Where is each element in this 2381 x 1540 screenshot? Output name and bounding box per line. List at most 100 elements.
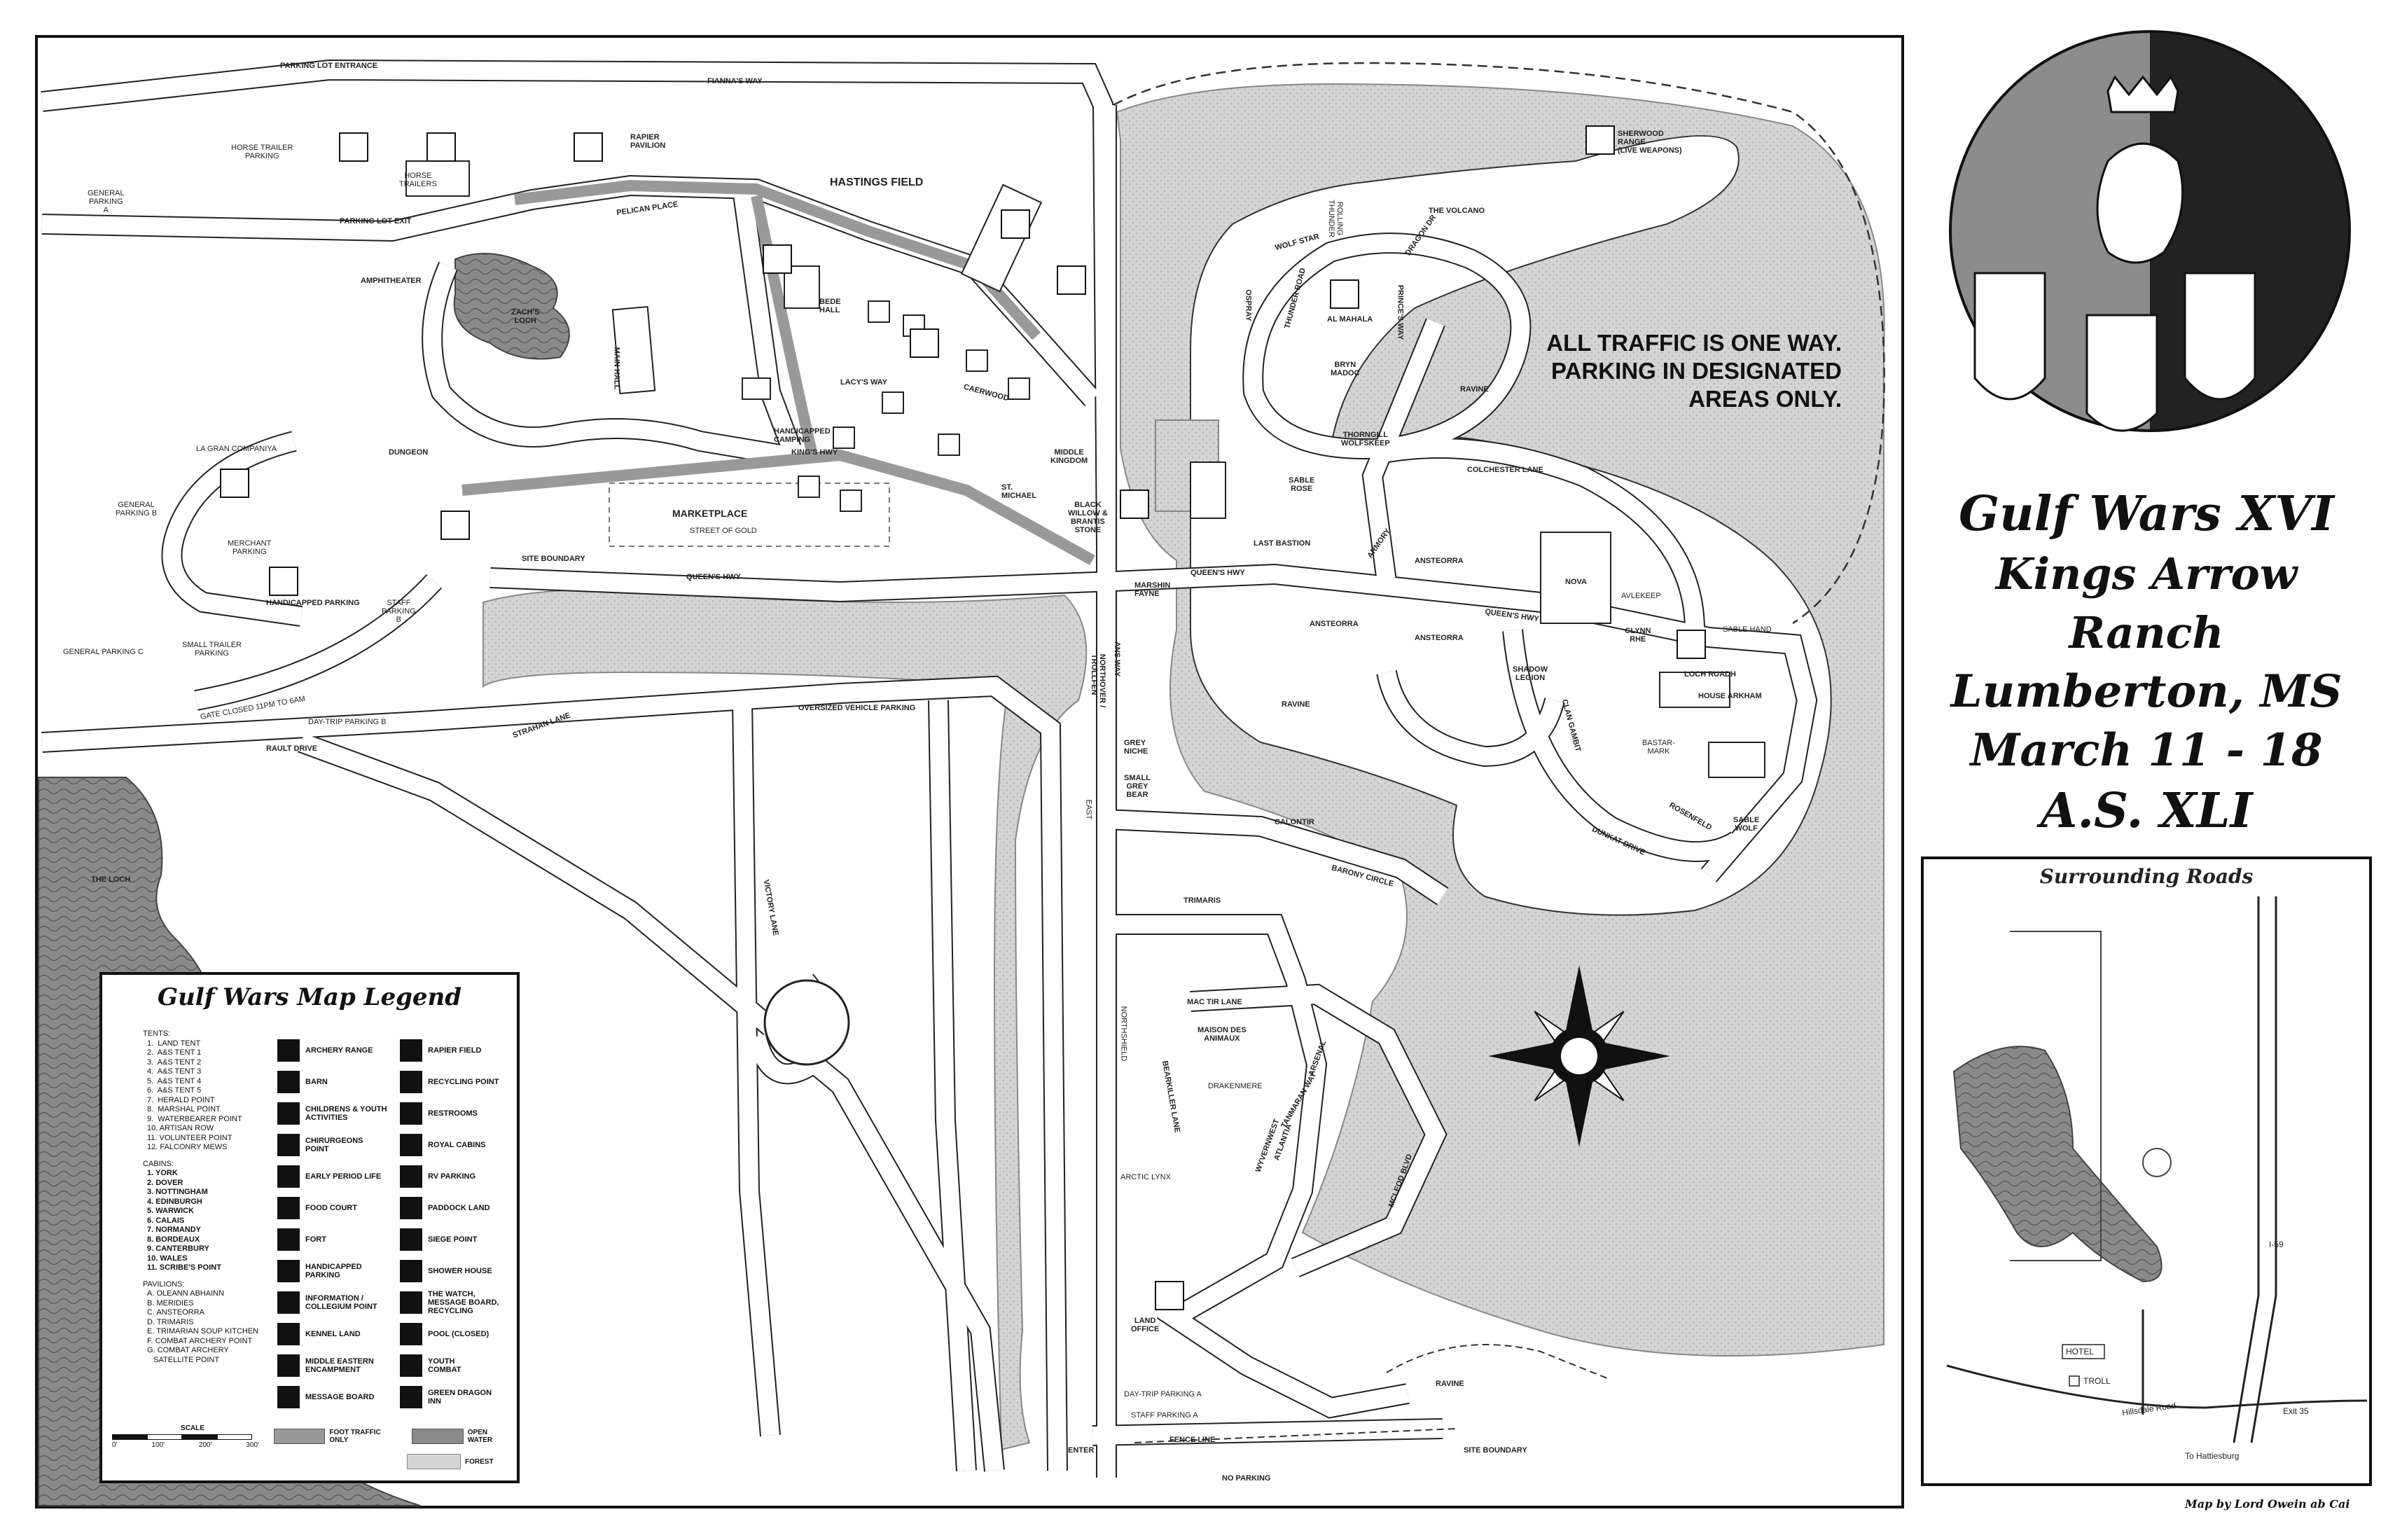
title-line-4: March 11 - 18 (1970, 724, 2323, 777)
title-block: Gulf Wars XVI Kings Arrow Ranch Lumberto… (1922, 483, 2370, 842)
legend-item: B. MERIDIES (147, 1298, 194, 1307)
legend-icon-row: RECYCLING POINT (400, 1066, 519, 1097)
legend-icon-row: MIDDLE EASTERN ENCAMPMENT (277, 1350, 400, 1381)
legend-title: Gulf Wars Map Legend (158, 983, 461, 1011)
horse-icon (339, 132, 368, 162)
legend-symbol-label: RAPIER FIELD (428, 1046, 482, 1055)
legend-symbol-icon (400, 1291, 422, 1314)
legend-icon-row: PADDOCK LAND (400, 1192, 519, 1223)
legend-item: 3. NOTTINGHAM (147, 1188, 208, 1196)
legend-item: SATELLITE POINT (147, 1355, 220, 1364)
legend-foot-traffic: FOOT TRAFFIC ONLY (329, 1429, 381, 1444)
legend-item: 10. ARTISAN ROW (147, 1124, 214, 1132)
legend-item: 2. A&S TENT 1 (147, 1048, 202, 1057)
legend-item: D. TRIMARIS (147, 1317, 194, 1326)
pavilion-icon (1330, 279, 1359, 309)
legend-item: 10. WALES (147, 1254, 188, 1263)
handicapped-parking-icon (269, 567, 298, 596)
legend-icon-row: GREEN DRAGON INN (400, 1381, 519, 1413)
map-icons (220, 125, 1706, 1310)
legend-symbol-label: RECYCLING POINT (428, 1077, 499, 1086)
legend-symbol-label: RESTROOMS (428, 1109, 478, 1118)
scale-tick-label: 300' (246, 1441, 259, 1449)
legend-symbol-label: HANDICAPPED PARKING (305, 1262, 362, 1279)
fence-line (1134, 1428, 1457, 1443)
legend-symbol-label: SIEGE POINT (428, 1235, 478, 1244)
legend-symbol-icon (277, 1354, 300, 1377)
legend-icon-row: BARN (277, 1066, 400, 1097)
legend-item: 4. A&S TENT 3 (147, 1067, 202, 1076)
siege-point-icon (1057, 265, 1086, 295)
legend-item: 7. HERALD POINT (147, 1095, 215, 1104)
legend-item: 4. EDINBURGH (147, 1197, 202, 1206)
green-dragon-icon (1677, 630, 1706, 659)
legend-icon-row: POOL (CLOSED) (400, 1318, 519, 1350)
legend-symbol-icon (277, 1196, 300, 1219)
legend-item: 9. CANTERBURY (147, 1244, 209, 1253)
legend-symbol-label: MIDDLE EASTERN ENCAMPMENT (305, 1357, 374, 1374)
legend-symbol-label: ROYAL CABINS (428, 1140, 486, 1149)
title-line-2: Kings Arrow Ranch (1995, 548, 2298, 658)
legend-symbol-label: INFORMATION / COLLEGIUM POINT (305, 1293, 377, 1311)
legend-icon-row: MESSAGE BOARD (277, 1381, 400, 1413)
legend-col2: ARCHERY RANGE BARN CHILDRENS & YOUTH ACTIV… (277, 1034, 400, 1413)
legend-symbol-icon (400, 1165, 422, 1188)
legend-icon-row: RAPIER FIELD (400, 1034, 519, 1066)
legend-symbol-label: YOUTH COMBAT (428, 1357, 461, 1374)
victory-lane-circle (763, 979, 850, 1066)
legend-item: C. ANSTEORRA (147, 1308, 204, 1317)
legend-symbol-label: BARN (305, 1077, 328, 1086)
scale-tick-label: 0' (112, 1441, 118, 1449)
legend-item: 8. MARSHAL POINT (147, 1105, 221, 1114)
legend-symbol-label: FOOD COURT (305, 1203, 357, 1212)
legend-icon-row: FORT (277, 1223, 400, 1255)
legend-item: 7. NORMANDY (147, 1226, 202, 1234)
childrens-activity-icon (763, 244, 792, 274)
paddock-icon (220, 469, 249, 498)
compass-rose (1488, 965, 1670, 1147)
legend-icon-row: RESTROOMS (400, 1097, 519, 1129)
forest-east-clearing (1190, 135, 1832, 916)
map-credit: Map by Lord Owein ab Cai (2185, 1497, 2350, 1511)
rv-parking-icon (1155, 1281, 1184, 1310)
legend-icon-row: THE WATCH, MESSAGE BOARD, RECYCLING (400, 1286, 519, 1318)
heraldic-seal (1949, 30, 2351, 432)
legend-item: A. OLEANN ABHAINN (147, 1289, 225, 1298)
legend-icon-row: ROYAL CABINS (400, 1129, 519, 1160)
rapier-field-icon (574, 132, 603, 162)
legend-item: 5. WARWICK (147, 1207, 195, 1215)
legend-symbol-label: SHOWER HOUSE (428, 1266, 492, 1275)
legend-item: 1. YORK (147, 1169, 178, 1177)
legend-icon-row: EARLY PERIOD LIFE (277, 1160, 400, 1192)
legend-open-water: OPEN WATER (467, 1429, 493, 1444)
legend-cabins-header: CABINS: (143, 1159, 174, 1168)
legend-symbol-icon (400, 1196, 422, 1219)
legend-symbol-label: MESSAGE BOARD (305, 1392, 375, 1401)
restroom-icon (1120, 490, 1149, 519)
legend-item: 6. CALAIS (147, 1216, 185, 1225)
legend-tents-header: TENTS: (143, 1029, 171, 1038)
legend-item: 5. A&S TENT 4 (147, 1076, 202, 1085)
legend-symbol-label: THE WATCH, MESSAGE BOARD, RECYCLING (428, 1289, 499, 1315)
map-legend: Gulf Wars Map Legend TENTS: 1. LAND TENT… (99, 972, 520, 1483)
legend-symbol-label: EARLY PERIOD LIFE (305, 1172, 382, 1181)
legend-icon-row: ARCHERY RANGE (277, 1034, 400, 1066)
legend-symbol-icon (277, 1291, 300, 1314)
barn-icon (426, 132, 456, 162)
legend-symbol-icon (277, 1322, 300, 1345)
legend-item: 2. DOVER (147, 1178, 183, 1187)
legend-item: 11. SCRIBE'S POINT (147, 1263, 221, 1272)
legend-icon-row: CHILDRENS & YOUTH ACTIVITIES (277, 1097, 400, 1129)
legend-item: 11. VOLUNTEER POINT (147, 1133, 232, 1142)
site-boundary-dashed (1113, 62, 1885, 625)
scale-tick-label: 100' (151, 1441, 165, 1449)
legend-symbol-icon (277, 1070, 300, 1093)
legend-symbol-label: GREEN DRAGON INN (428, 1388, 492, 1406)
legend-symbol-icon (400, 1102, 422, 1125)
chirurgeon-icon (910, 328, 939, 358)
legend-symbol-icon (400, 1039, 422, 1062)
legend-symbol-label: PADDOCK LAND (428, 1203, 490, 1212)
ravine-dashed (1386, 1344, 1611, 1380)
